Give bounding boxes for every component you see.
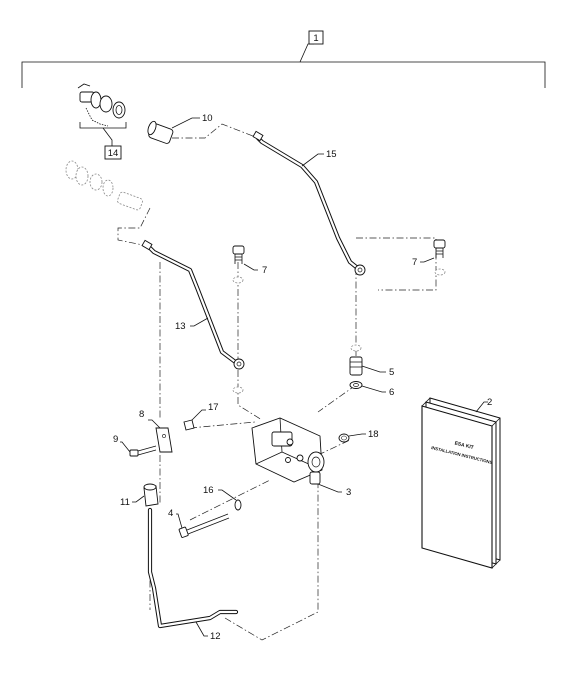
manual-title-line-1: ESA KIT (454, 440, 474, 451)
banjo-bolt-right-part: 7 (412, 239, 446, 276)
callout-8: 8 (139, 409, 144, 420)
callout-4: 4 (168, 508, 173, 519)
callout-18: 18 (368, 429, 379, 440)
assembly-centerlines (117, 123, 437, 641)
callout-1: 1 (313, 33, 318, 44)
callout-7-left: 7 (262, 265, 267, 276)
callout-7-right: 7 (412, 257, 417, 268)
knob-11-part: 11 (120, 483, 159, 508)
callout-10: 10 (202, 113, 213, 124)
callout-16: 16 (203, 485, 214, 496)
lever-rod-12-part: 12 (147, 507, 239, 642)
fitting-kit-part (77, 83, 126, 127)
bracket-8-part: 8 (139, 409, 173, 453)
callout-9: 9 (113, 434, 118, 445)
callout-11: 11 (120, 497, 130, 508)
callout-14-group: 14 (79, 122, 127, 160)
callout-5: 5 (389, 367, 394, 378)
washer-16-part: 16 (203, 485, 242, 511)
banjo-bolt-left-part: 7 (232, 245, 267, 394)
callout-6: 6 (389, 387, 394, 398)
callout-12: 12 (210, 631, 221, 642)
pin-4-part: 4 (168, 508, 230, 538)
fitting-kit-ghost (65, 160, 143, 211)
washer-6-part: 6 (349, 381, 394, 398)
o-ring-18-part: 18 (338, 429, 379, 443)
tube-13-part: 13 (141, 239, 245, 370)
callout-14: 14 (108, 148, 119, 159)
adapter-fitting-part: 10 (147, 113, 213, 144)
tube-15-part: 15 (252, 130, 366, 276)
control-valve-part: 3 (251, 417, 351, 498)
callout-17: 17 (208, 402, 219, 413)
callout-15: 15 (326, 149, 337, 160)
nut-17-part: 17 (183, 402, 219, 431)
bolt-9-part: 9 (113, 434, 157, 457)
callout-13: 13 (175, 321, 186, 332)
kit-bracket: 1 (21, 30, 546, 88)
callout-3: 3 (346, 487, 351, 498)
callout-2: 2 (487, 397, 492, 408)
fitting-5-part: 5 (349, 344, 394, 378)
installation-manual-part: ESA KIT INSTALLATION INSTRUCTIONS 2 (421, 397, 501, 569)
